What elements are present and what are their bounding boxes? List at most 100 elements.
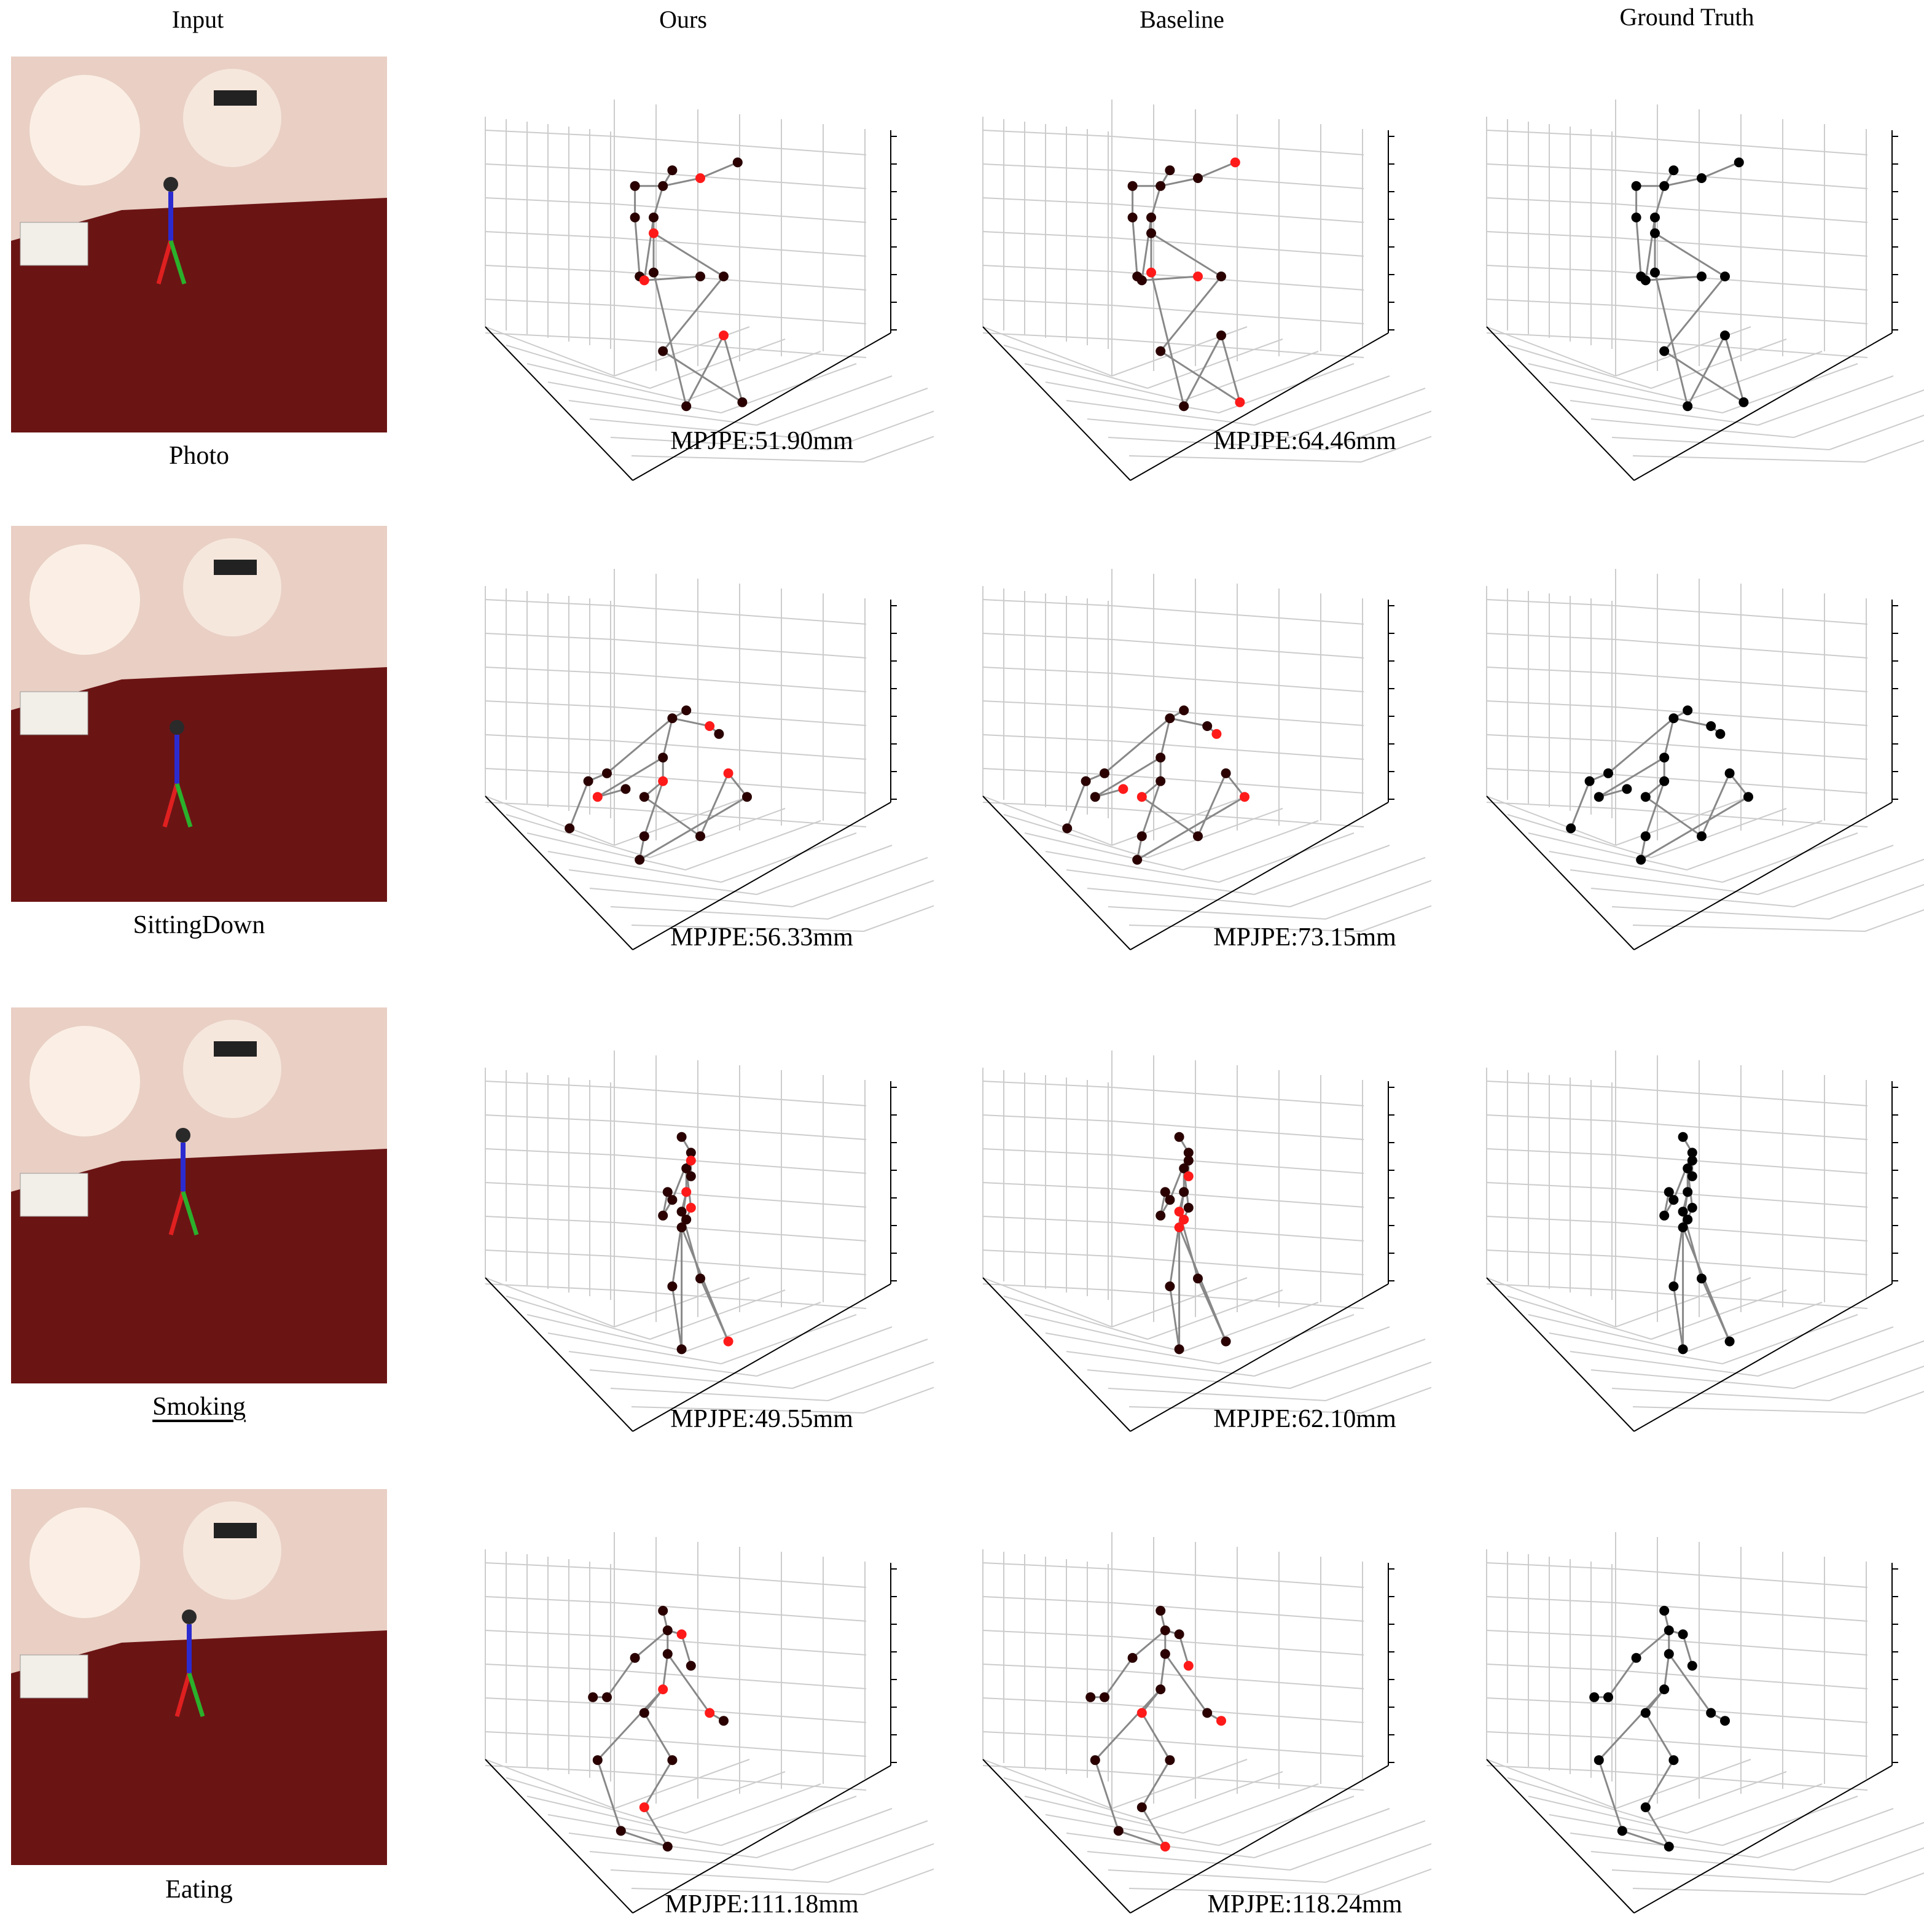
grid-line bbox=[1486, 1114, 1616, 1122]
skeleton-joint bbox=[658, 753, 668, 763]
grid-line bbox=[614, 170, 867, 189]
skeleton-joint bbox=[1678, 1344, 1688, 1355]
skeleton-bone bbox=[1197, 773, 1227, 837]
grid-line bbox=[1486, 802, 1616, 809]
grid-line bbox=[614, 796, 750, 846]
skeleton-bone bbox=[1686, 335, 1726, 407]
skeleton-joint bbox=[1631, 1652, 1641, 1663]
skeleton-joint bbox=[1584, 776, 1595, 786]
skeleton-joint bbox=[662, 1842, 673, 1852]
grid-line bbox=[1111, 1087, 1364, 1106]
grid-line bbox=[1486, 1283, 1616, 1291]
skeleton-joint bbox=[676, 1629, 687, 1640]
grid-line bbox=[506, 1777, 651, 1821]
grid-line bbox=[1486, 1277, 1616, 1328]
skeleton-joint bbox=[1136, 792, 1147, 802]
skeleton-bone bbox=[1673, 717, 1711, 727]
skeleton-joint bbox=[681, 1187, 692, 1197]
skeleton-joint bbox=[1100, 768, 1109, 778]
grid-line bbox=[721, 832, 857, 883]
grid-line bbox=[1615, 136, 1868, 155]
skeleton-joint bbox=[676, 1207, 687, 1217]
grid-line bbox=[1864, 909, 1924, 932]
grid-line bbox=[982, 326, 1113, 377]
skeleton-joint bbox=[732, 157, 743, 168]
skeleton-joint bbox=[1678, 1222, 1688, 1232]
grid-line bbox=[1486, 299, 1616, 306]
skeleton-bone bbox=[1225, 772, 1246, 798]
pose-plot-svg bbox=[485, 1050, 999, 1432]
skeleton-bone bbox=[1664, 177, 1702, 187]
grid-line bbox=[1486, 768, 1616, 775]
skeleton-joint bbox=[1720, 1716, 1730, 1726]
skeleton-joint bbox=[1724, 1336, 1735, 1347]
grid-line bbox=[1111, 1154, 1364, 1174]
skeleton-joint bbox=[1193, 173, 1203, 183]
skeleton-joint bbox=[1706, 721, 1716, 731]
grid-line bbox=[1528, 832, 1687, 870]
grid-line bbox=[485, 265, 615, 272]
grid-line bbox=[1147, 808, 1283, 858]
skeleton-joint bbox=[1165, 1755, 1175, 1766]
skeleton-bone bbox=[700, 162, 738, 179]
skeleton-joint bbox=[1683, 705, 1693, 716]
skeleton-joint bbox=[1183, 1171, 1194, 1181]
skeleton-joint bbox=[1603, 1692, 1613, 1702]
light-glow bbox=[183, 1020, 281, 1118]
skeleton-bone bbox=[653, 232, 724, 278]
skeleton-joint bbox=[1664, 1187, 1674, 1197]
grid-line bbox=[1549, 851, 1723, 883]
skeleton-joint bbox=[1603, 768, 1613, 778]
grid-line bbox=[614, 1703, 867, 1723]
grid-line bbox=[485, 231, 615, 238]
grid-line bbox=[1111, 1602, 1364, 1622]
pose-plot-svg bbox=[1486, 100, 1924, 481]
skeleton-joint bbox=[1622, 784, 1632, 794]
skeleton-joint bbox=[1668, 713, 1679, 724]
grid-line bbox=[1615, 1568, 1868, 1588]
skeleton-bone bbox=[667, 1653, 711, 1714]
skeleton-bone bbox=[643, 1712, 673, 1761]
skeleton-bone bbox=[1598, 756, 1665, 798]
grid-line bbox=[1254, 1808, 1390, 1858]
axis-line bbox=[485, 1277, 633, 1432]
grid-line bbox=[982, 1731, 1113, 1738]
grid-line bbox=[1111, 706, 1364, 726]
grid-line bbox=[1864, 440, 1924, 463]
grid-line bbox=[756, 1808, 893, 1858]
subject-leg bbox=[174, 783, 193, 828]
axis-line bbox=[982, 1759, 1131, 1914]
skeleton-joint bbox=[1697, 272, 1707, 281]
pose-plot-svg bbox=[982, 569, 1497, 950]
axis-line bbox=[1633, 1283, 1893, 1432]
skeleton-joint bbox=[681, 1214, 692, 1225]
skeleton-joint bbox=[1640, 275, 1651, 286]
grid-line bbox=[1486, 130, 1616, 137]
skeleton-joint bbox=[1146, 228, 1156, 238]
grid-line bbox=[756, 845, 893, 895]
grid-line bbox=[485, 599, 615, 606]
skeleton-bone bbox=[1095, 756, 1161, 798]
skeleton-joint bbox=[1165, 713, 1175, 724]
skeleton-bone bbox=[1141, 275, 1199, 281]
skeleton-bone bbox=[662, 177, 701, 187]
grid-line bbox=[614, 1256, 867, 1275]
skeleton-joint bbox=[1664, 1625, 1674, 1635]
grid-line bbox=[1615, 673, 1868, 692]
grid-line bbox=[1615, 1771, 1868, 1791]
skeleton-joint bbox=[1090, 792, 1100, 802]
grid-line bbox=[1486, 1562, 1616, 1570]
skeleton-joint bbox=[1174, 1132, 1184, 1142]
pose-plot-ours bbox=[467, 100, 999, 493]
grid-line bbox=[1615, 1670, 1868, 1689]
grid-line bbox=[1615, 326, 1751, 377]
grid-line bbox=[1632, 455, 1866, 463]
grid-line bbox=[1758, 1808, 1894, 1858]
grid-line bbox=[485, 1596, 615, 1603]
pose-plot-svg bbox=[485, 100, 999, 481]
pose-plot-ground-truth bbox=[1468, 100, 1924, 493]
grid-line bbox=[485, 1664, 615, 1671]
skeleton-bone bbox=[1220, 335, 1241, 403]
skeleton-joint bbox=[1659, 346, 1670, 356]
skeleton-bone bbox=[1094, 1688, 1162, 1761]
